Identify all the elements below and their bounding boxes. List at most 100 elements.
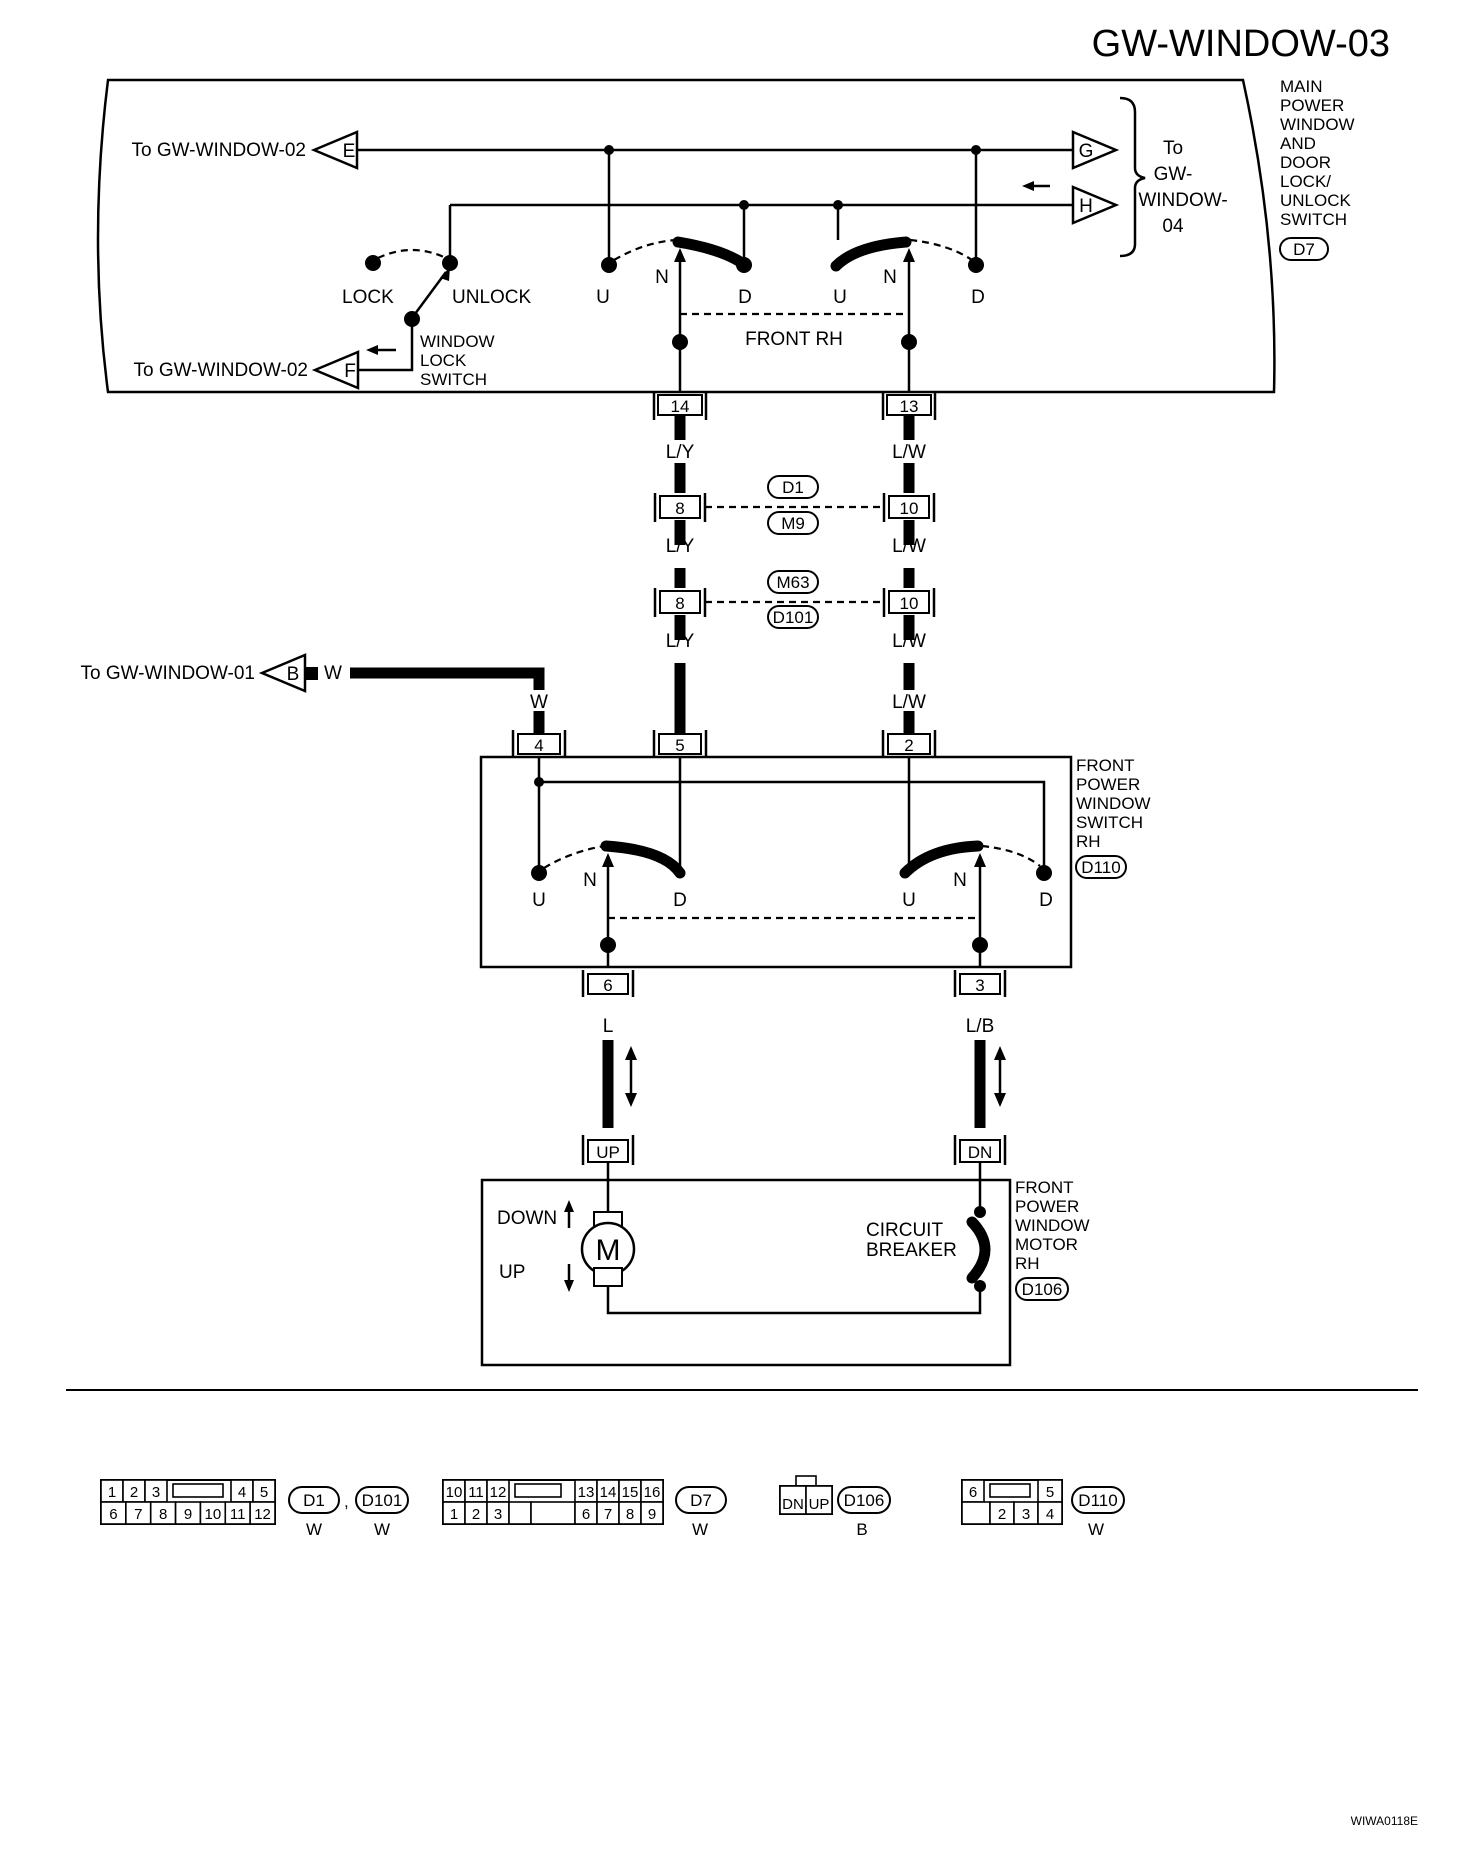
c2-pin-12-label: 12	[490, 1484, 507, 1501]
svg-text:LOCK/: LOCK/	[1280, 172, 1331, 191]
connector-id-m63	[767, 570, 819, 594]
c4-pin-4-label: 4	[1046, 1506, 1054, 1523]
c2-pin-13-label: 13	[578, 1484, 595, 1501]
svg-text:SWITCH: SWITCH	[1280, 210, 1347, 229]
c1-pin-12	[249, 1501, 276, 1525]
pin-10-d1: 10	[882, 493, 936, 522]
svg-text:5: 5	[675, 736, 684, 755]
front-rh-label: FRONT RH	[745, 329, 843, 350]
c3-pin-up	[805, 1485, 833, 1515]
connector-id-m63-text: M63	[776, 573, 809, 592]
ref-gw-window-04: To GW- WINDOW- 04	[1138, 138, 1227, 237]
motor-symbol-text: M	[596, 1234, 621, 1267]
front-left-u-label: U	[532, 890, 546, 911]
svg-text:RH: RH	[1015, 1254, 1040, 1273]
pin-8-m63: 8	[653, 588, 707, 617]
c4-latch	[989, 1483, 1031, 1498]
connector-f-label: F	[344, 361, 356, 382]
terminal-5: 5	[652, 730, 708, 757]
wire-color-lw-2: L/W	[892, 536, 926, 557]
main-switch-label: MAIN POWER WINDOW AND DOOR LOCK/ UNLOCK …	[1280, 77, 1355, 229]
svg-text:UNLOCK: UNLOCK	[1280, 191, 1352, 210]
connector-id-d7-text: D7	[1293, 240, 1315, 259]
wire-color-ly-2: L/Y	[666, 536, 695, 557]
c1-pin-5-label: 5	[260, 1484, 268, 1501]
svg-text:WINDOW: WINDOW	[420, 332, 495, 351]
svg-text:13: 13	[900, 397, 919, 416]
c2-color: W	[692, 1520, 708, 1539]
front-left-n-label: N	[583, 870, 597, 891]
front-switch-label: FRONT POWER WINDOW SWITCH RH	[1076, 756, 1151, 851]
page-title: GW-WINDOW-03	[1092, 23, 1390, 65]
svg-text:FRONT: FRONT	[1076, 756, 1135, 775]
terminal-3: 3	[953, 970, 1007, 997]
svg-text:14: 14	[671, 397, 690, 416]
wire-color-w-1: W	[324, 663, 342, 684]
connector-h-arrow	[1071, 185, 1120, 225]
wire-color-lb: L/B	[966, 1016, 995, 1037]
svg-text:10: 10	[900, 499, 919, 518]
ref-gw-window-02-bottom: To GW-WINDOW-02	[133, 360, 308, 381]
motor-brush-bottom	[593, 1267, 623, 1287]
front-right-arrowhead	[974, 853, 986, 867]
front-right-n-label: N	[953, 870, 967, 891]
terminal-13: 13	[881, 393, 937, 420]
connector-id-d1	[767, 475, 819, 499]
c2-pin-empty-a	[508, 1501, 532, 1525]
left-u-contact	[601, 257, 617, 273]
ref-gw-window-01: To GW-WINDOW-01	[80, 663, 255, 684]
c3-pin-dn-label: DN	[782, 1496, 804, 1513]
svg-text:MAIN: MAIN	[1280, 77, 1323, 96]
c1-pin-7-label: 7	[134, 1506, 142, 1523]
front-left-switch-blade	[600, 840, 686, 879]
right-switch-blade	[830, 236, 912, 272]
connector-e-arrow	[310, 130, 359, 170]
wire-color-l: L	[603, 1016, 614, 1037]
c4-pin-3-label: 3	[1022, 1506, 1030, 1523]
c4-color: W	[1088, 1520, 1104, 1539]
svg-text:WINDOW: WINDOW	[1280, 115, 1355, 134]
c2-pin-15-label: 15	[622, 1484, 639, 1501]
connector-b-label: B	[287, 664, 300, 685]
svg-text:3: 3	[975, 976, 984, 995]
lock-switch-lever	[410, 271, 448, 319]
wire-motor-return	[606, 1286, 982, 1315]
connector-g-arrow	[1071, 130, 1120, 170]
front-right-u-label: U	[902, 890, 916, 911]
up-arrow-head	[564, 1280, 574, 1292]
svg-text:WINDOW: WINDOW	[1076, 794, 1151, 813]
terminal-14: 14	[652, 393, 708, 420]
pin-10-m63: 10	[882, 588, 936, 617]
c1-id-d101-text: D101	[362, 1491, 403, 1510]
c2-pin-8-label: 8	[626, 1506, 634, 1523]
up-label: UP	[499, 1262, 525, 1283]
lock-switch-lever-tip	[440, 267, 450, 281]
wire-color-w-2: W	[530, 692, 548, 713]
svg-text:DOOR: DOOR	[1280, 153, 1331, 172]
connector-b-arrow	[258, 653, 307, 693]
wire-color-lw-1: L/W	[892, 442, 926, 463]
left-n-label: N	[655, 267, 669, 288]
connector-g-label: G	[1079, 141, 1094, 162]
terminal-up: UP	[581, 1135, 635, 1165]
c1-color-1: W	[306, 1520, 322, 1539]
svg-text:CIRCUIT: CIRCUIT	[866, 1220, 943, 1241]
connector-h-label: H	[1079, 196, 1093, 217]
front-switch-outline	[479, 755, 1073, 969]
c2-pin-2-label: 2	[472, 1506, 480, 1523]
c3-color: B	[856, 1520, 867, 1539]
terminal-dn: DN	[953, 1135, 1007, 1165]
motor-box-label: FRONT POWER WINDOW MOTOR RH	[1015, 1178, 1090, 1273]
front-right-switch-arc	[981, 844, 1041, 867]
svg-text:WINDOW: WINDOW	[1015, 1216, 1090, 1235]
right-d-contact	[968, 257, 984, 273]
c1-separator: ,	[344, 1492, 349, 1511]
c2-pin-3-label: 3	[494, 1506, 502, 1523]
c1-pin-2-label: 2	[130, 1484, 138, 1501]
c2-pin-empty-b	[530, 1501, 576, 1525]
svg-text:2: 2	[904, 736, 913, 755]
unlock-contact	[442, 255, 458, 271]
